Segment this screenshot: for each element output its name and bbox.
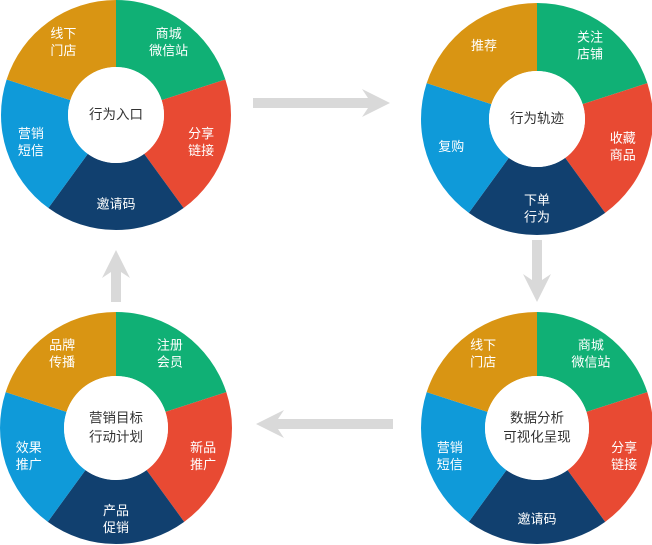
wheel-goal-segment-0-label: 注册会员	[157, 338, 183, 370]
wheel-entry-segment-2-label: 邀请码	[96, 197, 135, 212]
wheel-analysis-center-label: 数据分析可视化呈现	[503, 411, 571, 446]
wheel-track-segment-4-label: 推荐	[471, 39, 497, 54]
wheel-entry-segment-3	[0, 79, 88, 209]
wheel-entry-segment-0	[116, 0, 226, 101]
wheel-track-segment-3	[420, 83, 509, 213]
wheel-entry-segment-4-label: 线下门店	[50, 27, 76, 59]
wheel-analysis-segment-4	[426, 312, 537, 412]
wheel-entry-segment-3-label: 营销短信	[18, 127, 44, 159]
wheel-analysis-segment-0	[537, 312, 648, 412]
wheel-analysis-segment-1	[567, 392, 652, 522]
wheel-track-segment-1-label: 收藏商品	[610, 131, 636, 163]
arrow-up-icon	[102, 250, 130, 302]
wheel-track-segment-4	[426, 3, 537, 105]
wheel-goal-hub	[64, 376, 168, 480]
wheel-goal-center-label: 营销目标行动计划	[89, 411, 143, 446]
wheel-entry-segment-1-label: 分享链接	[188, 126, 214, 159]
wheel-track-segment-2-label: 下单行为	[524, 193, 550, 225]
wheel-goal-segment-1-label: 新品推广	[190, 439, 216, 472]
wheel-goal-segment-3	[0, 392, 86, 522]
wheel-goal-segment-2	[47, 470, 185, 544]
wheel-analysis-hub	[485, 376, 589, 480]
wheel-track-center-label: 行为轨迹	[510, 111, 564, 127]
wheel-analysis-segment-0-label: 商城微信站	[571, 338, 610, 370]
wheel-analysis-segment-4-label: 线下门店	[470, 338, 496, 370]
wheel-analysis-segment-1-label: 分享链接	[611, 439, 637, 472]
wheel-track-segment-0	[537, 3, 648, 105]
wheel-goal-segment-3-label: 效果推广	[16, 440, 42, 472]
wheel-entry-center-label: 行为入口	[89, 107, 143, 123]
wheel-track-segment-0-label: 关注店铺	[577, 30, 603, 62]
wheel-analysis-segment-2-label: 邀请码	[517, 512, 556, 527]
wheel-track-segment-1	[565, 83, 652, 213]
wheel-entry-hub	[68, 67, 164, 163]
wheel-analysis-segment-3	[420, 392, 507, 522]
wheel-analysis-segment-2	[468, 470, 606, 544]
arrow-down-icon	[523, 240, 551, 302]
wheel-entry-segment-1	[144, 79, 231, 209]
wheel-entry-segment-4	[6, 0, 116, 101]
wheel-goal-segment-1	[146, 392, 232, 522]
wheel-entry-segment-2	[48, 153, 184, 231]
arrows	[102, 89, 551, 438]
wheel-goal-segment-4	[5, 312, 116, 412]
wheel-analysis-segment-3-label: 营销短信	[437, 440, 463, 472]
wheel-goal-segment-0	[116, 312, 227, 412]
wheel-track-segment-3-label: 复购	[438, 138, 464, 154]
arrow-left-icon	[256, 410, 393, 438]
wheel-goal-segment-4-label: 品牌传播	[49, 337, 75, 370]
arrow-right-icon	[253, 89, 390, 117]
wheel-goal-segment-2-label: 产品促销	[103, 504, 129, 536]
wheel-entry-segment-0-label: 商城微信站	[149, 27, 188, 59]
wheel-track-hub	[489, 71, 585, 167]
wheel-track-segment-2	[468, 157, 606, 236]
